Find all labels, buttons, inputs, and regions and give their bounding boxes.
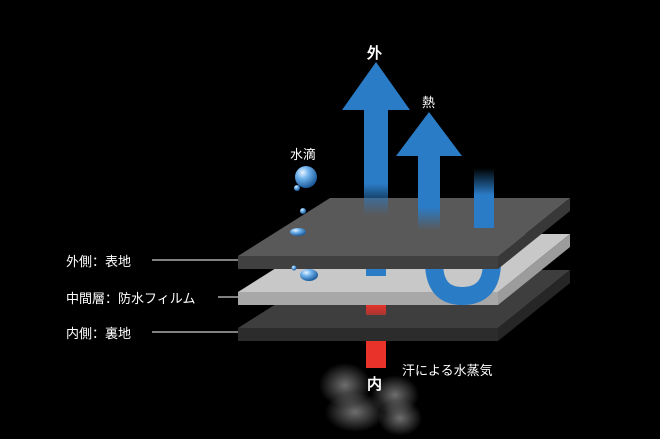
outside-arrow <box>342 62 410 216</box>
outside-label: 外 <box>367 44 383 62</box>
heat-label: 熱 <box>422 96 436 111</box>
water-droplet-label: 水滴 <box>290 148 317 163</box>
heat-arrow <box>396 112 462 230</box>
heat-return-column <box>474 168 494 228</box>
steam-cloud <box>319 363 422 436</box>
layer-label-inner: 内側：裏地 <box>66 327 132 342</box>
vapor-column-bottom <box>366 338 386 368</box>
heat-u-turn <box>425 261 501 306</box>
water-droplet-icons <box>290 166 318 281</box>
layer-label-film: 中間層：防水フィルム <box>66 292 196 307</box>
sweat-vapor-label: 汗による水蒸気 <box>402 364 493 379</box>
layer-label-outer: 外側：表地 <box>66 255 132 270</box>
inside-label: 内 <box>367 375 383 393</box>
layer-leader-lines <box>152 259 238 333</box>
